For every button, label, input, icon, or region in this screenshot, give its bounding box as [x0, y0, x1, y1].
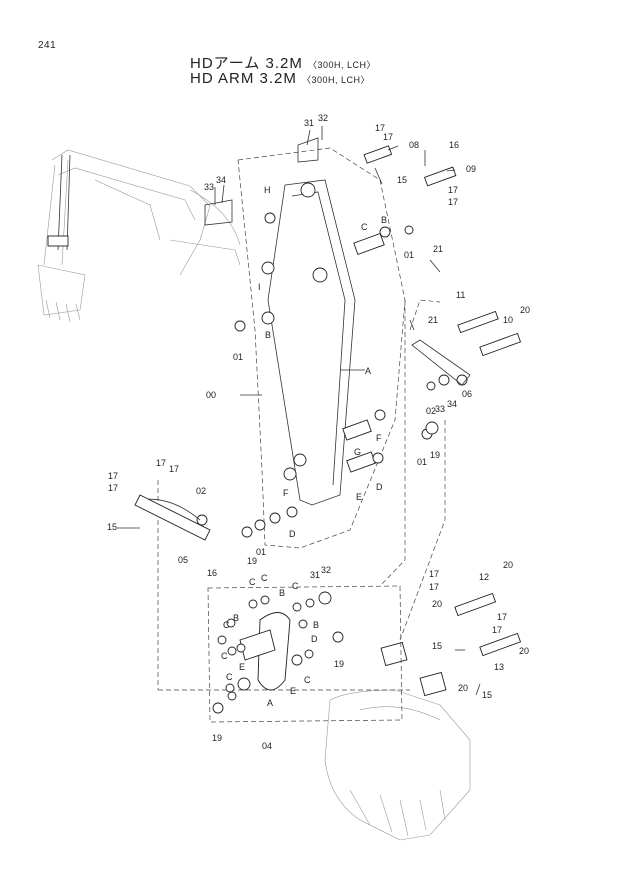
title-japanese: HDアーム 3.2M 〈300H, LCH〉 [190, 52, 376, 73]
callout-17: 17 [497, 612, 507, 622]
callout-C: C [249, 577, 256, 587]
callout-C: C [221, 651, 228, 661]
callout-C: C [292, 581, 299, 591]
callout-17: 17 [429, 582, 439, 592]
callout-D: D [376, 482, 383, 492]
callout-C: C [361, 222, 368, 232]
callout-04: 04 [262, 741, 272, 751]
callout-I: I [258, 282, 261, 292]
callout-B: B [381, 215, 387, 225]
callout-17: 17 [448, 185, 458, 195]
callout-17: 17 [108, 483, 118, 493]
callout-31: 31 [304, 118, 314, 128]
callout-A: A [267, 698, 273, 708]
page-number: 241 [38, 40, 57, 51]
title-english-model: 〈300H, LCH〉 [302, 75, 371, 85]
callout-20: 20 [519, 646, 529, 656]
callout-21: 21 [428, 315, 438, 325]
bucket-link-hardware [212, 591, 344, 714]
callout-E: E [239, 662, 245, 672]
callout-19: 19 [212, 733, 222, 743]
callout-17: 17 [156, 458, 166, 468]
callout-15: 15 [432, 641, 442, 651]
callout-19: 19 [430, 450, 440, 460]
callout-01: 01 [404, 250, 414, 260]
arm-bushings [196, 182, 468, 538]
callout-17: 17 [375, 123, 385, 133]
leader-lines [117, 126, 481, 696]
callout-02: 02 [196, 486, 206, 496]
callout-16: 16 [449, 140, 459, 150]
callout-F: F [283, 488, 289, 498]
callout-20: 20 [503, 560, 513, 570]
callout-02: 02 [426, 406, 436, 416]
callout-12: 12 [479, 572, 489, 582]
callout-32: 32 [318, 113, 328, 123]
callout-16: 16 [207, 568, 217, 578]
callout-34: 34 [447, 399, 457, 409]
callout-15: 15 [397, 175, 407, 185]
callout-F: F [376, 433, 382, 443]
links-and-pins [134, 137, 522, 691]
callout-B: B [313, 620, 319, 630]
title-english-main: HD ARM 3.2M [190, 70, 297, 87]
callout-06: 06 [462, 389, 472, 399]
callout-G: G [354, 447, 361, 457]
callout-C: C [261, 573, 268, 583]
callout-C: C [226, 672, 233, 682]
callout-05: 05 [178, 555, 188, 565]
title-english: HD ARM 3.2M 〈300H, LCH〉 [190, 70, 370, 87]
callout-19: 19 [334, 659, 344, 669]
callout-20: 20 [520, 305, 530, 315]
callout-B: B [233, 613, 239, 623]
callout-32: 32 [321, 565, 331, 575]
callout-17: 17 [448, 197, 458, 207]
callout-00: 00 [206, 390, 216, 400]
callout-09: 09 [466, 164, 476, 174]
callout-31: 31 [310, 570, 320, 580]
callout-20: 20 [458, 683, 468, 693]
callout-11: 11 [456, 290, 465, 300]
arm-body [157, 147, 446, 723]
excavator-sketch [37, 149, 241, 323]
callout-17: 17 [108, 471, 118, 481]
callout-labels: 31 32 17 17 08 16 15 09 17 17 33 34 H B … [107, 113, 530, 751]
callout-D: D [311, 634, 318, 644]
callout-33: 33 [435, 404, 445, 414]
title-japanese-main: HDアーム 3.2M [190, 55, 303, 72]
callout-10: 10 [503, 315, 513, 325]
callout-20: 20 [432, 599, 442, 609]
title-japanese-model: 〈300H, LCH〉 [308, 60, 377, 70]
callout-34: 34 [216, 175, 226, 185]
callout-C: C [304, 675, 311, 685]
callout-33: 33 [204, 182, 214, 192]
callout-17: 17 [429, 569, 439, 579]
bucket-sketch [324, 641, 471, 841]
callout-B: B [279, 588, 285, 598]
callout-C: C [223, 620, 230, 630]
callout-15: 15 [107, 522, 117, 532]
callout-A: A [365, 366, 371, 376]
callout-B: B [265, 330, 271, 340]
callout-01: 01 [417, 457, 427, 467]
callout-01: 01 [233, 352, 243, 362]
callout-D: D [289, 529, 296, 539]
callout-08: 08 [409, 140, 419, 150]
callout-E: E [356, 492, 362, 502]
callout-17: 17 [169, 464, 179, 474]
callout-01: 01 [256, 547, 266, 557]
callout-H: H [264, 185, 271, 195]
callout-E: E [290, 686, 296, 696]
callout-13: 13 [494, 662, 504, 672]
callout-15: 15 [482, 690, 492, 700]
callout-17: 17 [383, 132, 393, 142]
callout-19: 19 [247, 556, 257, 566]
callout-17: 17 [492, 625, 502, 635]
callout-21: 21 [433, 244, 443, 254]
